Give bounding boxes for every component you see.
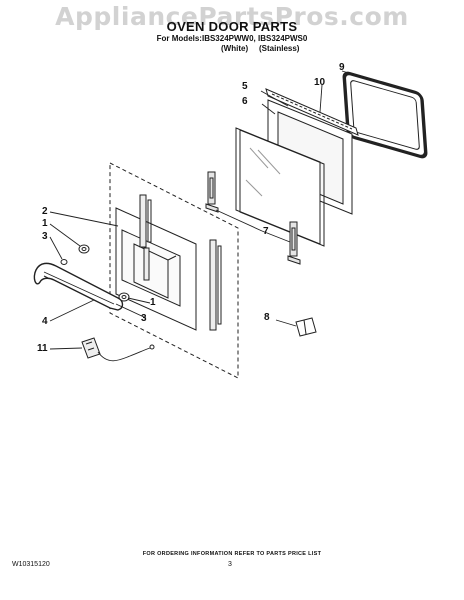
part-hinge-left (139, 194, 222, 331)
page-title: OVEN DOOR PARTS (166, 19, 298, 34)
callout-4: 4 (42, 316, 48, 327)
part-inner-glass (235, 127, 325, 247)
ordering-note: FOR ORDERING INFORMATION REFER TO PARTS … (142, 551, 322, 557)
part-door-switch (81, 337, 155, 362)
part-latch (295, 317, 317, 337)
callout-8: 8 (264, 312, 270, 323)
callout-9: 9 (339, 62, 345, 73)
leader-lines (49, 70, 373, 350)
callout-5: 5 (242, 81, 248, 92)
callout-2: 2 (42, 206, 48, 217)
callout-6: 6 (242, 96, 248, 107)
part-hinge-right (205, 171, 301, 265)
callout-3-upper: 3 (42, 231, 48, 242)
variant-stainless: (Stainless) (259, 44, 300, 53)
callout-3-lower: 3 (141, 313, 147, 324)
watermark: AppliancePartsPros.com (55, 2, 409, 31)
callout-1-lower: 1 (150, 297, 156, 308)
callout-11: 11 (37, 343, 48, 354)
part-outer-door (115, 207, 197, 331)
part-vent-trim (265, 88, 359, 136)
callout-10: 10 (314, 77, 326, 88)
callout-7: 7 (263, 226, 269, 237)
part-door-handle (33, 262, 124, 311)
model-list: For Models:IBS324PWW0, IBS324PWS0 (156, 34, 308, 43)
variant-white: (White) (221, 44, 249, 53)
callout-1-upper: 1 (42, 218, 48, 229)
document-code: W10315120 (12, 561, 50, 568)
part-door-gasket (342, 71, 428, 159)
page-number: 3 (228, 561, 232, 568)
